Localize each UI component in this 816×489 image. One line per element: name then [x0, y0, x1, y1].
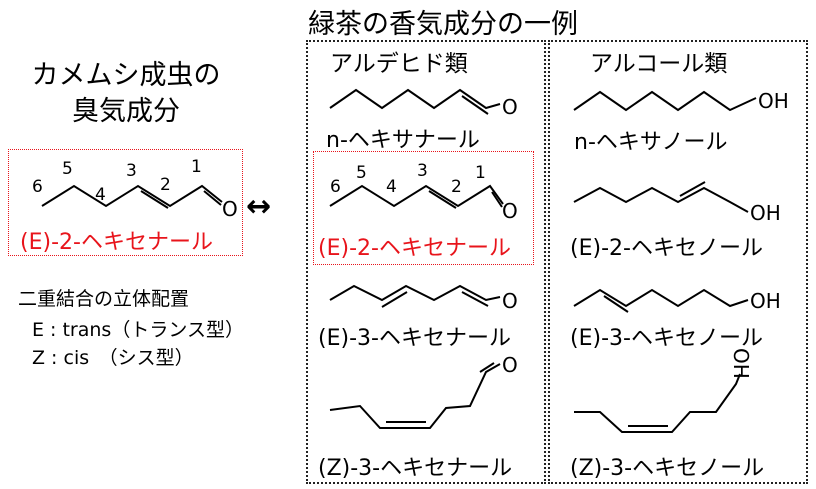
left-e2-hexenal-structure: [41, 184, 223, 209]
z3-hexenol-oh-label: OH: [729, 348, 753, 379]
left-oxygen-label: O: [222, 197, 238, 221]
n-hexanal-oxygen-label: O: [502, 95, 518, 119]
alcohol-name-1: n-ヘキサノール: [574, 130, 728, 155]
e2-hexenol-oh-label: OH: [750, 201, 781, 225]
n-hexanal-structure: [329, 88, 501, 115]
n-hexanol-oh-label: OH: [758, 89, 789, 113]
aldehyde-e2-hexenal-structure: [329, 184, 504, 209]
left-highlight-box: [8, 149, 243, 256]
aldehyde-name-2: (E)-2-ヘキセナール: [318, 236, 511, 261]
left-heading-line1: カメムシ成虫の: [31, 60, 221, 91]
left-compound-name: (E)-2-ヘキセナール: [20, 230, 213, 255]
config-title: 二重結合の立体配置: [18, 288, 190, 310]
n-hexanol-structure: [573, 90, 757, 112]
alcohol-header: アルコール類: [590, 51, 728, 77]
left-carbon-2: 2: [160, 175, 171, 195]
main-title: 緑茶の香気成分の一例: [308, 9, 578, 40]
left-carbon-5: 5: [62, 159, 73, 179]
config-z: Z : cis （シス型）: [32, 347, 194, 369]
alcohol-name-2: (E)-2-ヘキセノール: [570, 236, 763, 261]
aldehyde-carbon-3: 3: [417, 161, 428, 181]
e3-hexenal-oxygen-label: O: [502, 289, 518, 313]
aldehyde-highlight-box: [313, 151, 534, 265]
z3-hexenal-oxygen-label: O: [502, 353, 518, 377]
aldehyde-carbon-2: 2: [451, 177, 462, 197]
left-carbon-3: 3: [126, 161, 137, 181]
aldehyde-carbon-4: 4: [386, 177, 397, 197]
aldehyde-name-4: (Z)-3-ヘキセナール: [318, 456, 513, 481]
aldehyde-carbon-1: 1: [475, 163, 486, 183]
config-e: E : trans（トランス型）: [32, 319, 244, 341]
left-heading-line2: 臭気成分: [72, 96, 180, 127]
aldehyde-carbon-5: 5: [356, 163, 367, 183]
alcohol-name-4: (Z)-3-ヘキセノール: [570, 456, 765, 481]
left-carbon-1: 1: [191, 157, 202, 177]
left-carbon-6: 6: [32, 177, 43, 197]
aldehyde-name-3: (E)-3-ヘキセナール: [318, 326, 511, 351]
double-arrow-icon: ↔: [246, 189, 272, 224]
aldehyde-header: アルデヒド類: [330, 51, 468, 77]
aldehyde-carbon-6: 6: [330, 177, 341, 197]
left-carbon-4: 4: [95, 185, 106, 205]
e2-hexenal-oxygen-label: O: [502, 199, 518, 223]
e2-hexenol-structure: [573, 181, 749, 213]
aldehyde-name-1: n-ヘキサナール: [326, 128, 480, 153]
z3-hexenol-structure: [574, 373, 741, 433]
aldehyde-panel: [306, 40, 546, 484]
e3-hexenol-oh-label: OH: [750, 289, 781, 313]
alcohol-panel: [548, 40, 808, 484]
z3-hexenal-structure: [329, 362, 501, 429]
alcohol-name-3: (E)-3-ヘキセノール: [570, 326, 763, 351]
e3-hexenol-structure: [573, 288, 749, 313]
e3-hexenal-structure: [329, 284, 501, 308]
